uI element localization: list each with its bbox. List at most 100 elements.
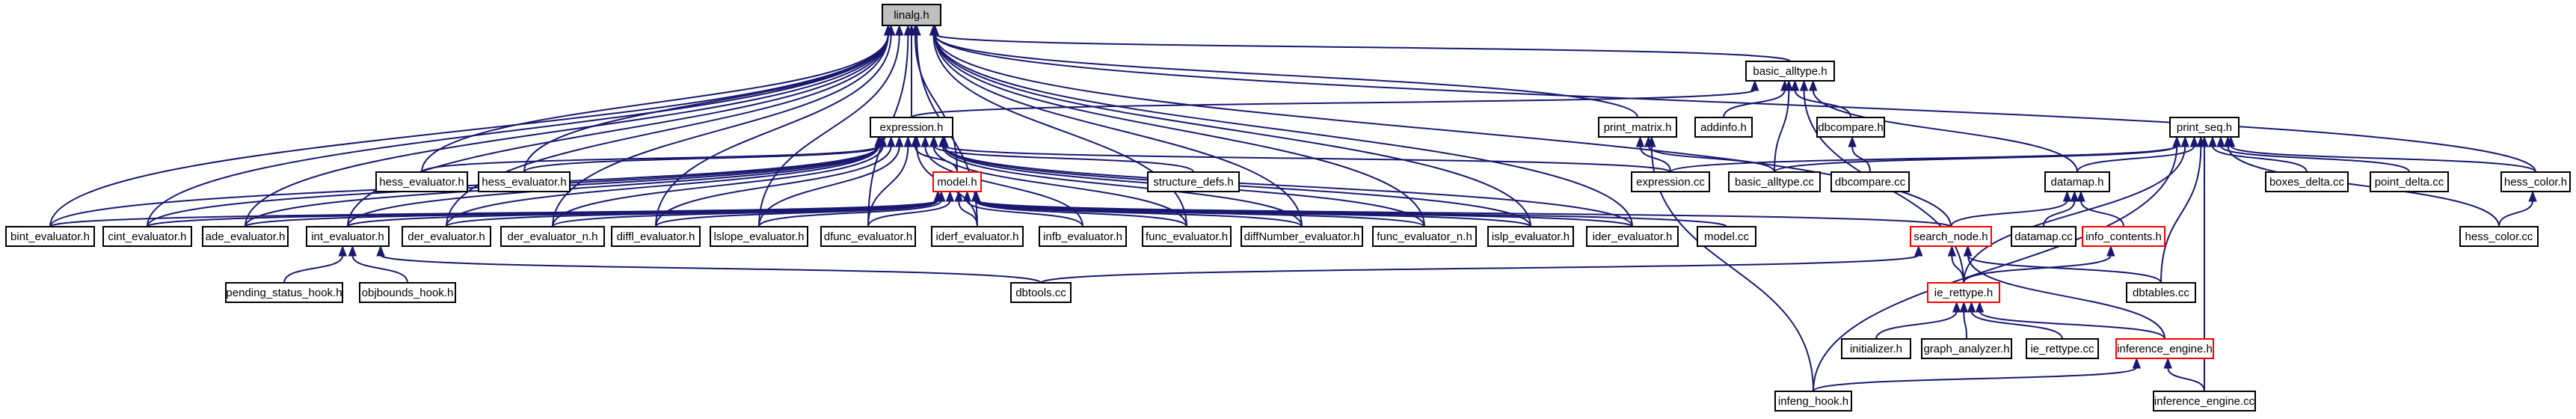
edge-diffl-evaluator-h-to-linalg-h <box>655 34 892 227</box>
node-label: diffNumber_evaluator.h <box>1244 230 1360 243</box>
arrowhead <box>945 190 955 202</box>
node-box <box>225 282 343 303</box>
node-int-evaluator-h[interactable]: int_evaluator.h <box>306 226 390 247</box>
arrowhead <box>2077 190 2085 202</box>
node-dfunc-evaluator-h[interactable]: dfunc_evaluator.h <box>820 226 916 247</box>
node-hess-evaluator-h-1[interactable]: hess_evaluator.h <box>375 171 468 192</box>
node-print-seq-h[interactable]: print_seq.h <box>2169 117 2240 138</box>
node-dbtables-cc[interactable]: dbtables.cc <box>2126 282 2196 303</box>
node-label: initializer.h <box>1850 343 1902 355</box>
node-basic-alltype-h[interactable]: basic_alltype.h <box>1745 61 1835 82</box>
arrowhead <box>886 24 896 36</box>
node-linalg-h[interactable]: linalg.h <box>882 4 941 26</box>
node-ade-evaluator-h[interactable]: ade_evaluator.h <box>202 226 289 247</box>
node-label: ider_evaluator.h <box>1593 230 1673 243</box>
node-datamap-h[interactable]: datamap.h <box>2044 171 2110 192</box>
node-cint-evaluator-h[interactable]: cint_evaluator.h <box>102 226 192 247</box>
node-model-h[interactable]: model.h <box>932 171 982 192</box>
node-box <box>1910 226 1992 247</box>
edge-ie-rettype-h-to-search-node-h <box>1951 254 1964 284</box>
node-label: linalg.h <box>894 9 929 22</box>
edge-dbtables-cc-to-search-node-h <box>1967 254 2162 284</box>
node-label: infb_evaluator.h <box>1043 230 1122 243</box>
node-inference-engine-cc[interactable]: inference_engine.cc <box>2153 391 2256 412</box>
node-hess-color-cc[interactable]: hess_color.cc <box>2459 226 2539 247</box>
node-basic-alltype-cc[interactable]: basic_alltype.cc <box>1728 171 1821 192</box>
node-label: infeng_hook.h <box>1778 395 1848 408</box>
node-expression-h[interactable]: expression.h <box>870 117 953 138</box>
arrowhead <box>903 24 913 36</box>
node-box <box>375 171 468 192</box>
node-label: graph_analyzer.h <box>1923 343 2009 355</box>
edge-model-h-to-linalg-h <box>914 34 958 173</box>
node-dbcompare-h[interactable]: dbcompare.h <box>1816 117 1885 138</box>
edge-func-evaluator-n-h-to-linalg-h <box>934 34 1425 227</box>
node-func-evaluator-n-h[interactable]: func_evaluator_n.h <box>1372 226 1477 247</box>
arrowhead <box>2070 190 2079 202</box>
node-label: datamap.cc <box>2014 230 2073 243</box>
node-lslope-evaluator-h[interactable]: lslope_evaluator.h <box>710 226 808 247</box>
node-search-node-h[interactable]: search_node.h <box>1910 226 1992 247</box>
node-graph-analyzer-h[interactable]: graph_analyzer.h <box>1921 338 2012 359</box>
node-expression-cc[interactable]: expression.cc <box>1631 171 1710 192</box>
edge-print-matrix-h-to-linalg-h <box>934 34 1638 118</box>
node-hess-evaluator-h-2[interactable]: hess_evaluator.h <box>478 171 571 192</box>
edge-layer <box>49 24 2537 392</box>
node-initializer-h[interactable]: initializer.h <box>1841 338 1911 359</box>
node-islp-evaluator-h[interactable]: islp_evaluator.h <box>1487 226 1574 247</box>
arrowhead <box>940 135 949 147</box>
node-box <box>2459 226 2539 247</box>
node-hess-color-h[interactable]: hess_color.h <box>2500 171 2571 192</box>
node-datamap-cc[interactable]: datamap.cc <box>2011 226 2077 247</box>
node-box <box>1142 226 1232 247</box>
node-der-evaluator-n-h[interactable]: der_evaluator_n.h <box>500 226 605 247</box>
node-label: inference_engine.cc <box>2154 395 2255 408</box>
arrowhead <box>1784 79 1794 91</box>
node-ie-rettype-cc[interactable]: ie_rettype.cc <box>2026 338 2099 359</box>
node-infeng-hook-h[interactable]: infeng_hook.h <box>1774 391 1852 412</box>
node-objbounds-hook-h[interactable]: objbounds_hook.h <box>359 282 456 303</box>
node-box <box>478 171 571 192</box>
node-pending-status-hook-h[interactable]: pending_status_hook.h <box>225 282 343 303</box>
node-model-cc[interactable]: model.cc <box>1697 226 1756 247</box>
arrowhead <box>1635 135 1645 147</box>
node-point-delta-cc[interactable]: point_delta.cc <box>2370 171 2449 192</box>
edge-datamap-h-to-print-seq-h <box>2077 145 2195 173</box>
node-info-contents-h[interactable]: info_contents.h <box>2082 226 2165 247</box>
node-box <box>710 226 808 247</box>
node-dbtools-cc[interactable]: dbtools.cc <box>1010 282 1072 303</box>
node-diffnumber-evaluator-h[interactable]: diffNumber_evaluator.h <box>1241 226 1363 247</box>
arrowhead <box>2223 135 2233 147</box>
node-label: print_seq.h <box>2177 121 2232 134</box>
node-bint-evaluator-h[interactable]: bint_evaluator.h <box>5 226 95 247</box>
edge-dfunc-evaluator-h-to-expression-h <box>867 145 909 227</box>
node-addinfo-h[interactable]: addinfo.h <box>1694 117 1753 138</box>
node-print-matrix-h[interactable]: print_matrix.h <box>1598 117 1677 138</box>
edge-der-evaluator-h-to-expression-h <box>446 145 879 227</box>
edge-islp-evaluator-h-to-linalg-h <box>934 34 1531 227</box>
edge-hess-color-cc-to-print-seq-h <box>2227 145 2500 227</box>
edge-objbounds-hook-h-to-int-evaluator-h <box>351 254 408 284</box>
node-box <box>1816 117 1885 138</box>
node-label: lslope_evaluator.h <box>714 230 805 243</box>
node-label: int_evaluator.h <box>311 230 384 243</box>
arrowhead <box>1959 301 1969 313</box>
node-func-evaluator-h[interactable]: func_evaluator.h <box>1142 226 1232 247</box>
node-ie-rettype-h[interactable]: ie_rettype.h <box>1927 282 2000 303</box>
node-boxes-delta-cc[interactable]: boxes_delta.cc <box>2265 171 2349 192</box>
node-diffl-evaluator-h[interactable]: diffl_evaluator.h <box>611 226 701 247</box>
node-der-evaluator-h[interactable]: der_evaluator.h <box>402 226 491 247</box>
arrowhead <box>894 24 904 36</box>
node-box <box>306 226 390 247</box>
edge-search-node-h-to-datamap-h <box>1950 200 2068 227</box>
node-ider-evaluator-h[interactable]: ider_evaluator.h <box>1586 226 1679 247</box>
edge-int-evaluator-h-to-linalg-h <box>347 34 889 227</box>
node-inference-engine-h[interactable]: inference_engine.h <box>2115 338 2214 359</box>
node-structure-defs-h[interactable]: structure_defs.h <box>1147 171 1240 192</box>
node-box <box>1774 391 1852 412</box>
edge-cint-evaluator-h-to-linalg-h <box>147 34 889 227</box>
node-infb-evaluator-h[interactable]: infb_evaluator.h <box>1039 226 1127 247</box>
node-dbcompare-cc[interactable]: dbcompare.cc <box>1830 171 1910 192</box>
node-iderf-evaluator-h[interactable]: iderf_evaluator.h <box>931 226 1024 247</box>
